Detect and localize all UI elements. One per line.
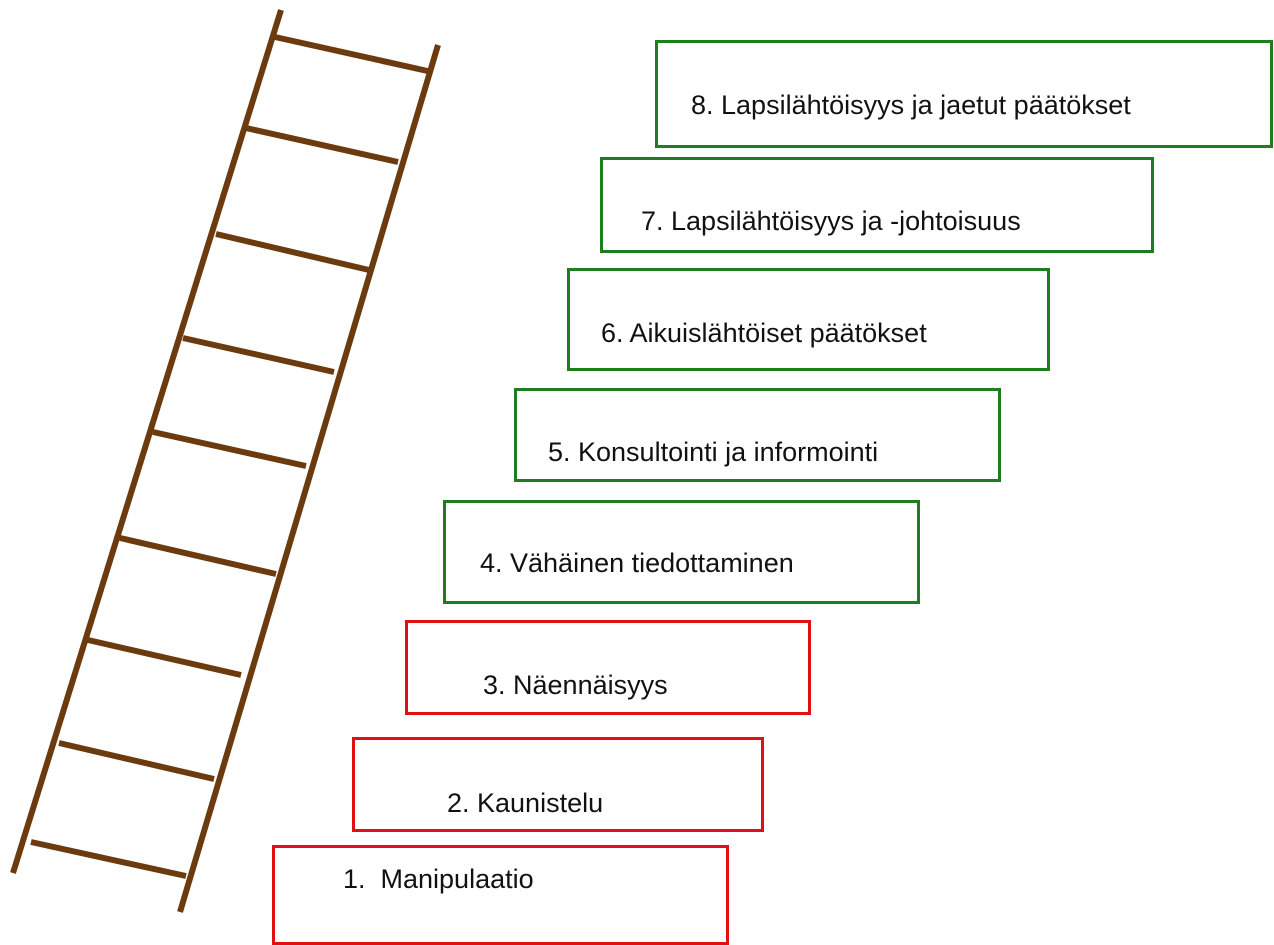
step-6-label: 6. Aikuislähtöiset päätökset [601, 318, 927, 348]
step-5-label: 5. Konsultointi ja informointi [548, 437, 879, 467]
ladder-rung [58, 740, 215, 782]
step-2-label: 2. Kaunistelu [447, 788, 604, 818]
step-8-label: 8. Lapsilähtöisyys ja jaetut päätökset [691, 90, 1131, 120]
step-1-box: 1. Manipulaatio [272, 845, 729, 945]
step-4-box: 4. Vähäinen tiedottaminen [443, 500, 920, 604]
ladder-rung [119, 535, 277, 577]
step-7-box: 7. Lapsilähtöisyys ja -johtoisuus [600, 157, 1154, 253]
step-2-box: 2. Kaunistelu [352, 737, 764, 832]
ladder-rung [182, 335, 335, 375]
ladder-rung [245, 125, 399, 165]
step-3-label: 3. Näennäisyys [483, 670, 668, 700]
ladder-left-rail [10, 9, 284, 874]
step-6-box: 6. Aikuislähtöiset päätökset [567, 268, 1050, 371]
step-5-box: 5. Konsultointi ja informointi [514, 388, 1001, 482]
ladder-rung [215, 231, 370, 273]
step-1-label: 1. Manipulaatio [343, 864, 534, 894]
ladder-rung [30, 839, 187, 879]
ladder-rung [152, 429, 307, 469]
step-3-box: 3. Näennäisyys [405, 620, 811, 715]
ladder-rung [87, 637, 242, 678]
ladder-rung [274, 34, 433, 75]
step-4-label: 4. Vähäinen tiedottaminen [480, 548, 794, 578]
ladder-right-rail [177, 44, 441, 913]
step-7-label: 7. Lapsilähtöisyys ja -johtoisuus [641, 206, 1021, 236]
step-8-box: 8. Lapsilähtöisyys ja jaetut päätökset [655, 40, 1273, 148]
